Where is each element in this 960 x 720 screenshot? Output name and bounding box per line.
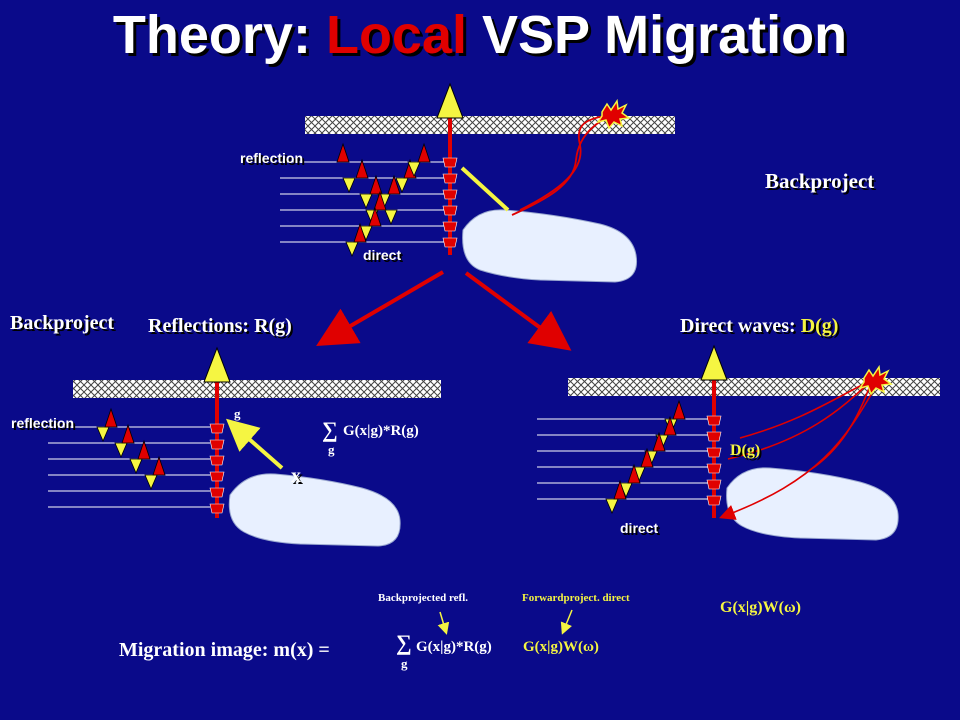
top-panel [280, 82, 675, 351]
migration-label: Migration image: m(x) = [119, 639, 330, 661]
left-sum-expr: G(x|g)*R(g) [343, 423, 419, 439]
top-backproject-label: Backproject [765, 169, 875, 193]
page-title: Theory: Local VSP Migration [0, 8, 960, 62]
top-reflection-label: reflection [240, 150, 304, 166]
direct-wavelets [345, 190, 387, 258]
bottom-sum-index: g [401, 656, 408, 671]
left-backproject-label: Backproject [10, 312, 115, 334]
direct-waves-text: Direct waves: [680, 315, 801, 337]
left-sum-index: g [328, 442, 335, 457]
direct-waves-label: Direct waves: D(g) [680, 316, 838, 336]
top-direct-label: direct [363, 247, 402, 263]
forwardproject-label: Forwardproject. direct [522, 592, 630, 604]
explosion-icon [858, 364, 894, 396]
bottom-gw-expr: G(x|g)W(ω) [523, 639, 599, 655]
yellow-ray [225, 418, 284, 470]
surface-layer [73, 380, 441, 398]
geophone-receivers [209, 423, 225, 514]
explosion-icon [596, 98, 632, 130]
source-rays [719, 379, 877, 520]
reflection-wavelets [96, 407, 166, 491]
direct-wavelets [605, 399, 686, 515]
left-sum-symbol: ∑ [322, 417, 338, 442]
well-head-marker [700, 344, 728, 381]
left-panel [48, 346, 441, 547]
well-head-marker [436, 82, 464, 119]
surface-layer [568, 378, 940, 396]
left-g-label: g [234, 406, 241, 421]
forwardproject-pointer [560, 609, 573, 635]
split-arrow-right [464, 271, 572, 351]
geophone-receivers [706, 415, 722, 506]
title-part2: VSP Migration [467, 5, 848, 65]
geophone-receivers [442, 157, 458, 248]
backprojected-label: Backprojected refl. [378, 592, 469, 604]
reflections-label: Reflections: R(g) [148, 315, 292, 337]
backprojected-pointer [437, 611, 450, 635]
left-x-label: x [291, 465, 301, 487]
title-part1: Theory: [112, 5, 326, 65]
reflection-wavelets [336, 142, 431, 226]
right-gw-label: G(x|g)W(ω) [720, 599, 801, 616]
rock-body [228, 473, 401, 547]
source-rays [511, 114, 613, 216]
right-direct-label: direct [620, 520, 659, 536]
title-accent: Local [325, 5, 467, 65]
dg-label: D(g) [730, 442, 761, 459]
yellow-ray [460, 166, 510, 212]
rock-body [462, 209, 638, 283]
bottom-arrows [437, 609, 573, 635]
bottom-sum-expr: G(x|g)*R(g) [416, 639, 492, 655]
rock-body [726, 467, 899, 541]
split-arrow-left [316, 270, 445, 347]
bottom-sum-symbol: ∑ [396, 630, 412, 655]
surface-layer [305, 116, 675, 134]
left-reflection-label: reflection [11, 415, 75, 431]
right-panel [537, 344, 940, 541]
well-head-marker [203, 346, 231, 383]
direct-waves-accent: D(g) [800, 315, 839, 337]
